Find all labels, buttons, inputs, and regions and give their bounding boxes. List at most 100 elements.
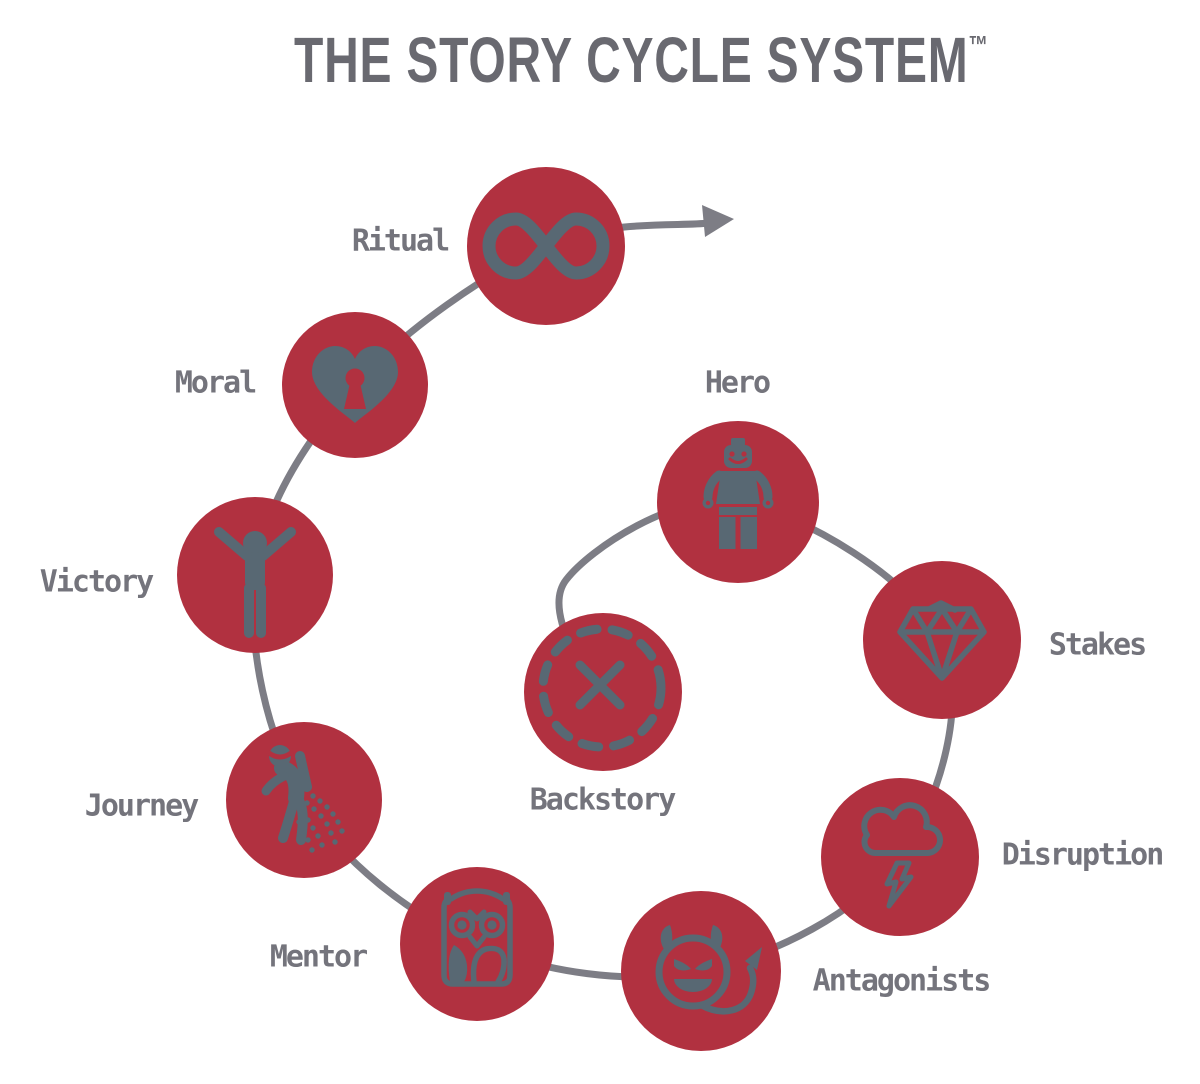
lego-eye (741, 451, 747, 457)
seed-dot (305, 837, 311, 843)
seed-spray (296, 793, 345, 853)
seed-dot (296, 819, 302, 825)
seed-dot (317, 798, 323, 804)
cheering-person-icon (214, 527, 296, 638)
lego-hand-hole (765, 500, 771, 506)
seed-dot (339, 828, 345, 834)
node-journey (226, 722, 382, 878)
storm-cloud-lightning-icon (861, 802, 943, 909)
seed-dot (305, 817, 311, 823)
label-journey: Journey (84, 788, 199, 824)
lego-leg (719, 517, 736, 549)
owl-brow (467, 909, 487, 922)
node-hero (657, 421, 819, 583)
cloud (861, 802, 943, 856)
node-victory (177, 497, 333, 653)
devil-grin (674, 979, 712, 992)
owl-pupil (457, 920, 467, 930)
seed-dot (332, 839, 338, 845)
seed-dot (310, 793, 316, 799)
sower-walking-icon (261, 745, 345, 853)
seed-dot (328, 830, 334, 836)
title-text: THE STORY CYCLE SYSTEM (294, 24, 969, 96)
node-circle (621, 891, 781, 1051)
seed-dot (318, 813, 324, 819)
label-ritual: Ritual (351, 223, 450, 259)
x-mark (575, 660, 625, 710)
seed-dot (324, 804, 330, 810)
label-backstory: Backstory (529, 782, 677, 818)
diamond-facets (897, 600, 987, 681)
page-title: THE STORY CYCLE SYSTEM™ (294, 23, 988, 97)
owl-icon (441, 888, 513, 987)
devil-horn (660, 925, 673, 951)
lightning-bolt (884, 860, 914, 909)
lego-hand-hole (705, 500, 711, 506)
sower-leg (292, 792, 308, 845)
node-backstory (524, 613, 682, 771)
owl-eye (448, 911, 476, 939)
seed-dot (324, 821, 330, 827)
seed-dot (310, 825, 316, 831)
owl-beak (467, 934, 487, 949)
seed-dot (309, 847, 315, 853)
label-antagonists: Antagonists (812, 963, 992, 999)
owl-eye (478, 911, 506, 939)
dashed-circle (538, 624, 666, 752)
owl-pupil (487, 920, 497, 930)
devil-eye (674, 959, 691, 971)
seed-dot (330, 811, 336, 817)
label-moral: Moral (174, 365, 257, 401)
label-hero: Hero (704, 365, 771, 401)
devil-tail-arrow (745, 947, 762, 970)
node-circle (863, 561, 1021, 719)
infinity-icon (482, 212, 610, 280)
keyhole-stem (344, 383, 366, 409)
sower-cap-band (266, 750, 294, 760)
lego-arm (752, 470, 773, 502)
devil-eye (695, 959, 712, 971)
lego-hips (719, 507, 757, 515)
sower-bag (295, 751, 312, 792)
seed-dot (319, 842, 325, 848)
node-disruption (821, 778, 979, 936)
node-moral (282, 312, 428, 458)
lego-head (724, 445, 752, 468)
person-torso (245, 552, 265, 590)
devil-tail (697, 964, 757, 1015)
flow-arrow-icon (702, 205, 734, 237)
owl-belly (470, 945, 507, 985)
label-mentor: Mentor (269, 939, 368, 975)
sower-arm (261, 771, 289, 796)
lego-leg (740, 517, 757, 549)
trademark-symbol: ™ (968, 30, 988, 60)
owl-ear (503, 892, 510, 905)
node-stakes (863, 561, 1021, 719)
lego-eye (729, 451, 735, 457)
lego-smile (728, 457, 748, 464)
seed-dot (315, 833, 321, 839)
lego-arm (703, 470, 724, 502)
infinity-loops (482, 212, 610, 280)
devil-icon (655, 925, 762, 1015)
label-victory: Victory (39, 564, 154, 600)
seed-dot (299, 809, 305, 815)
node-mentor (400, 867, 554, 1021)
devil-face (655, 934, 731, 1010)
owl-ear (444, 892, 451, 905)
owl-wing (448, 945, 468, 982)
lego-figure-icon (702, 438, 774, 549)
seed-dot (301, 828, 307, 834)
label-disruption: Disruption (1001, 837, 1165, 873)
node-ritual (467, 167, 625, 325)
label-stakes: Stakes (1048, 627, 1147, 663)
seed-dot (335, 819, 341, 825)
diamond-icon (897, 600, 987, 681)
person-arm (258, 527, 296, 561)
person-arm (214, 527, 252, 561)
person-head (243, 531, 267, 555)
keyhole-circle (345, 368, 365, 388)
node-antagonists (621, 891, 781, 1051)
